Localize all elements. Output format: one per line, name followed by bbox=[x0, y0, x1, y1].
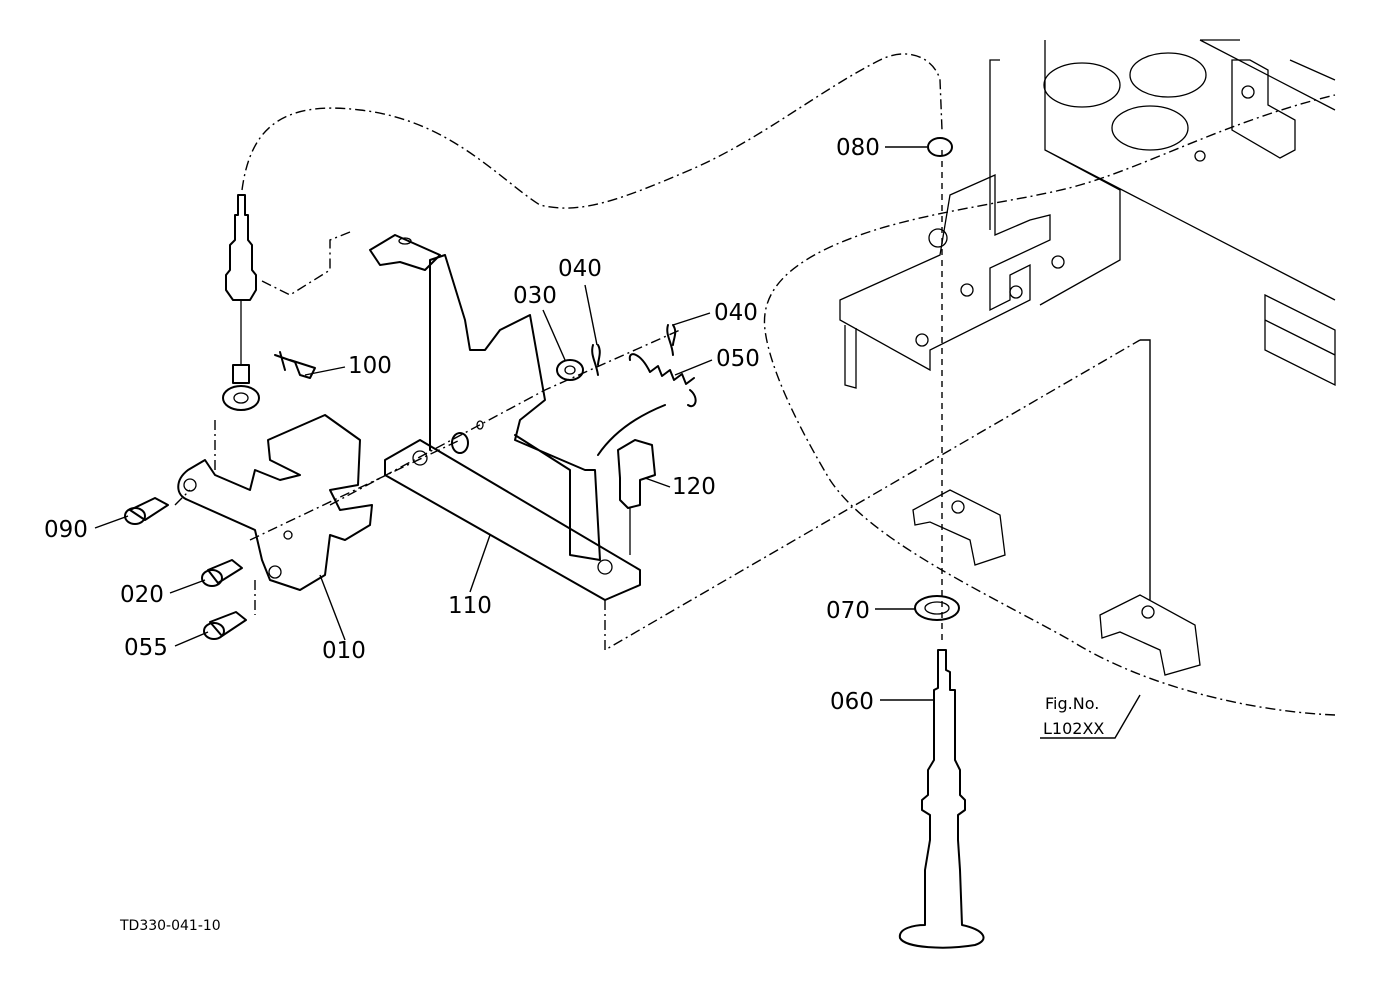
rod-assembly-060 bbox=[898, 649, 985, 949]
pin-axis-lines bbox=[174, 329, 681, 615]
cable-end-assembly bbox=[222, 194, 260, 411]
fig-reference-number: L102XX bbox=[1043, 719, 1104, 738]
callout-050: 050 bbox=[716, 346, 760, 372]
pin-020 bbox=[201, 559, 243, 587]
lever-010 bbox=[177, 414, 373, 591]
drawing-code: TD330-041-10 bbox=[119, 918, 221, 934]
washer-070 bbox=[914, 595, 960, 621]
callout-010: 010 bbox=[322, 638, 366, 664]
pin-090 bbox=[124, 497, 169, 525]
callout-120: 120 bbox=[672, 474, 716, 500]
retaining-ring-080 bbox=[927, 137, 953, 157]
callout-090: 090 bbox=[44, 517, 88, 543]
spring-clip-100 bbox=[274, 351, 316, 379]
callout-060: 060 bbox=[830, 689, 874, 715]
callout-110: 110 bbox=[448, 593, 492, 619]
callout-040-upper: 040 bbox=[558, 256, 602, 282]
stopper-120 bbox=[617, 439, 656, 555]
pin-055 bbox=[203, 611, 247, 640]
callout-055: 055 bbox=[124, 635, 168, 661]
callout-070: 070 bbox=[826, 598, 870, 624]
callout-020: 020 bbox=[120, 582, 164, 608]
callout-leaders bbox=[94, 146, 1141, 739]
callout-080: 080 bbox=[836, 135, 880, 161]
washer-030 bbox=[556, 359, 584, 381]
callout-040-right: 040 bbox=[714, 300, 758, 326]
fig-reference-label: Fig.No. bbox=[1045, 694, 1099, 713]
cable-route-line bbox=[241, 53, 943, 209]
bushing bbox=[451, 420, 484, 454]
frame-body-outline bbox=[763, 39, 1336, 716]
spring-050 bbox=[597, 353, 697, 456]
bracket-110 bbox=[259, 231, 1141, 652]
callout-030: 030 bbox=[513, 283, 557, 309]
clip-040-a bbox=[591, 344, 601, 376]
callout-100: 100 bbox=[348, 353, 392, 379]
clip-040-b bbox=[666, 324, 677, 356]
